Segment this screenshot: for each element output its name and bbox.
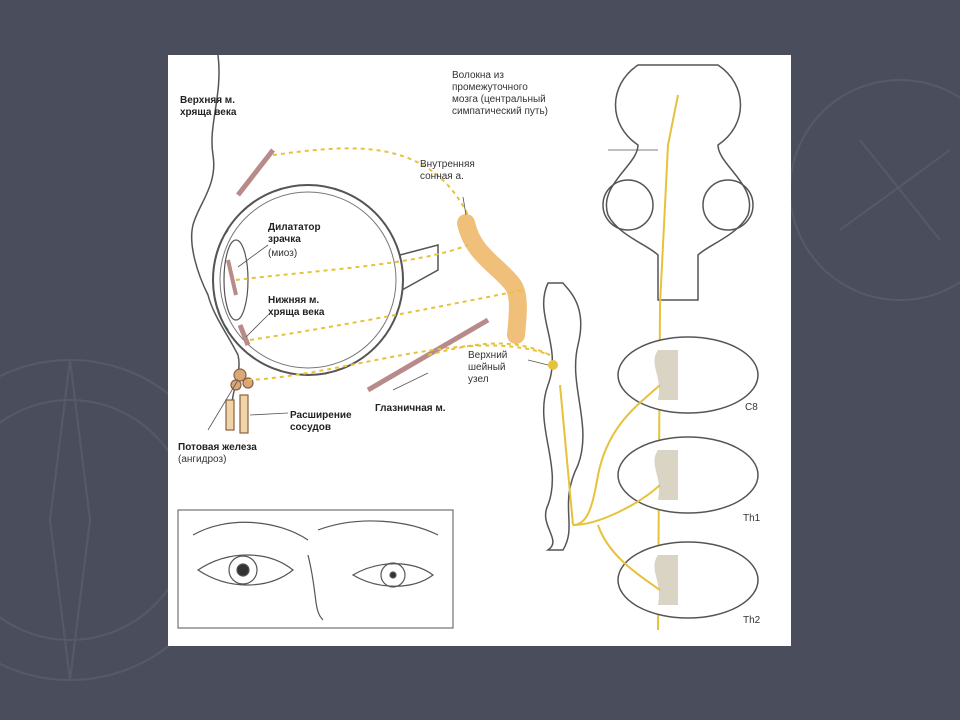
label-upper-lid-muscle: Верхняя м. хряща века <box>180 95 237 118</box>
face-profile <box>190 55 240 416</box>
internal-carotid-artery <box>457 214 527 344</box>
blood-vessels <box>225 394 249 434</box>
postganglionic-pathways <box>235 147 551 381</box>
label-sweat-gland: Потовая железа <box>178 442 257 453</box>
label-lower-lid-muscle: Нижняя м. хряща века <box>268 295 325 318</box>
diagram-illustration <box>177 55 759 631</box>
label-level-th1: Th1 <box>743 513 761 524</box>
label-miosis: (миоз) <box>268 248 298 259</box>
preganglionic-fibers <box>559 384 661 591</box>
label-internal-carotid: Внутренняя сонная а. <box>420 159 475 182</box>
face-inset-frame <box>177 509 454 629</box>
upper-lid-muscle <box>236 148 275 197</box>
label-level-th2: Th2 <box>743 615 761 626</box>
spinal-cord-sections <box>617 336 759 619</box>
eyeball <box>212 184 404 376</box>
lower-lid-muscle <box>237 324 251 346</box>
leader-lines <box>207 149 658 431</box>
label-anhidrosis: (ангидроз) <box>178 454 227 465</box>
label-level-c8: C8 <box>745 402 758 413</box>
label-central-fibers: Волокна из промежуточного мозга (централ… <box>452 70 549 117</box>
superior-cervical-ganglion <box>548 360 558 370</box>
label-pupil-dilator: Дилататор зрачка <box>268 222 321 245</box>
brainstem <box>602 64 754 301</box>
label-superior-ganglion: Верхний шейный узел <box>468 350 508 385</box>
sympathetic-chain <box>542 282 584 551</box>
label-orbital-muscle: Глазничная м. <box>375 403 446 414</box>
pupil-dilator-muscle <box>226 259 238 296</box>
label-vasodilation: Расширение сосудов <box>290 410 352 433</box>
face-inset <box>192 520 439 621</box>
diagram-panel: Верхняя м. хряща века Дилататор зрачка (… <box>168 55 791 646</box>
